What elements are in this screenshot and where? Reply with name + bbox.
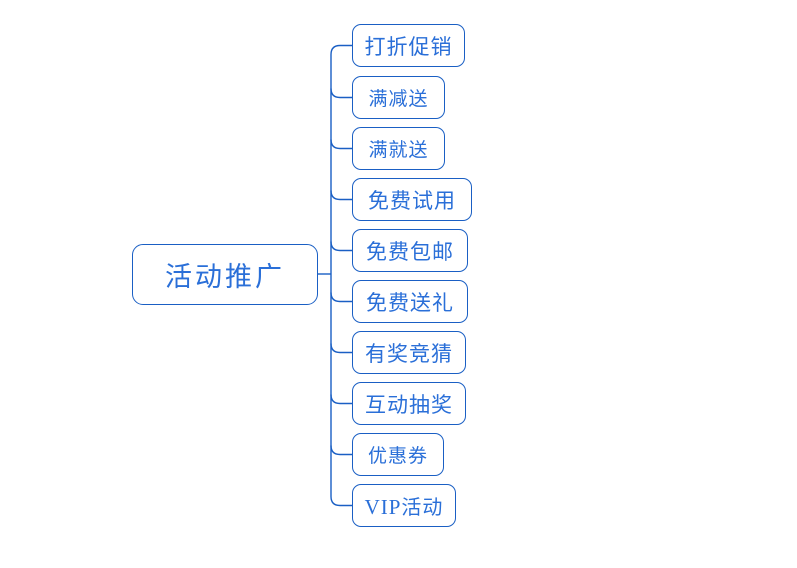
root-node[interactable]: 活动推广 — [132, 244, 318, 305]
branch-line-2 — [330, 88, 352, 99]
root-node-label: 活动推广 — [165, 262, 285, 292]
child-node-3[interactable]: 满就送 — [352, 127, 445, 170]
child-node-label: 免费送礼 — [366, 291, 454, 315]
child-node-label: 互动抽奖 — [365, 393, 453, 417]
branch-line-5 — [330, 241, 352, 252]
child-node-label: 满就送 — [368, 140, 429, 161]
branch-line-8 — [330, 394, 352, 405]
child-node-label: 满减送 — [368, 89, 429, 110]
child-node-8[interactable]: 互动抽奖 — [352, 382, 466, 425]
branch-line-7 — [330, 343, 352, 354]
child-node-2[interactable]: 满减送 — [352, 76, 445, 119]
child-node-4[interactable]: 免费试用 — [352, 178, 472, 221]
child-node-label: 打折促销 — [364, 35, 453, 59]
child-node-10[interactable]: VIP活动 — [352, 484, 456, 527]
child-node-1[interactable]: 打折促销 — [352, 24, 465, 67]
child-node-6[interactable]: 免费送礼 — [352, 280, 468, 323]
branch-line-6 — [330, 292, 352, 303]
child-node-label: VIP活动 — [364, 495, 444, 519]
child-node-label: 免费包邮 — [366, 240, 454, 264]
branch-line-1 — [330, 44, 352, 55]
child-node-5[interactable]: 免费包邮 — [352, 229, 468, 272]
branch-line-3 — [330, 139, 352, 150]
child-node-label: 免费试用 — [368, 189, 456, 213]
branch-line-4 — [330, 190, 352, 201]
branch-line-9 — [330, 445, 352, 456]
child-node-label: 有奖竞猜 — [365, 342, 453, 366]
branch-line-10 — [330, 496, 352, 507]
child-node-7[interactable]: 有奖竞猜 — [352, 331, 466, 374]
child-node-9[interactable]: 优惠券 — [352, 433, 444, 476]
child-node-label: 优惠券 — [367, 446, 428, 467]
